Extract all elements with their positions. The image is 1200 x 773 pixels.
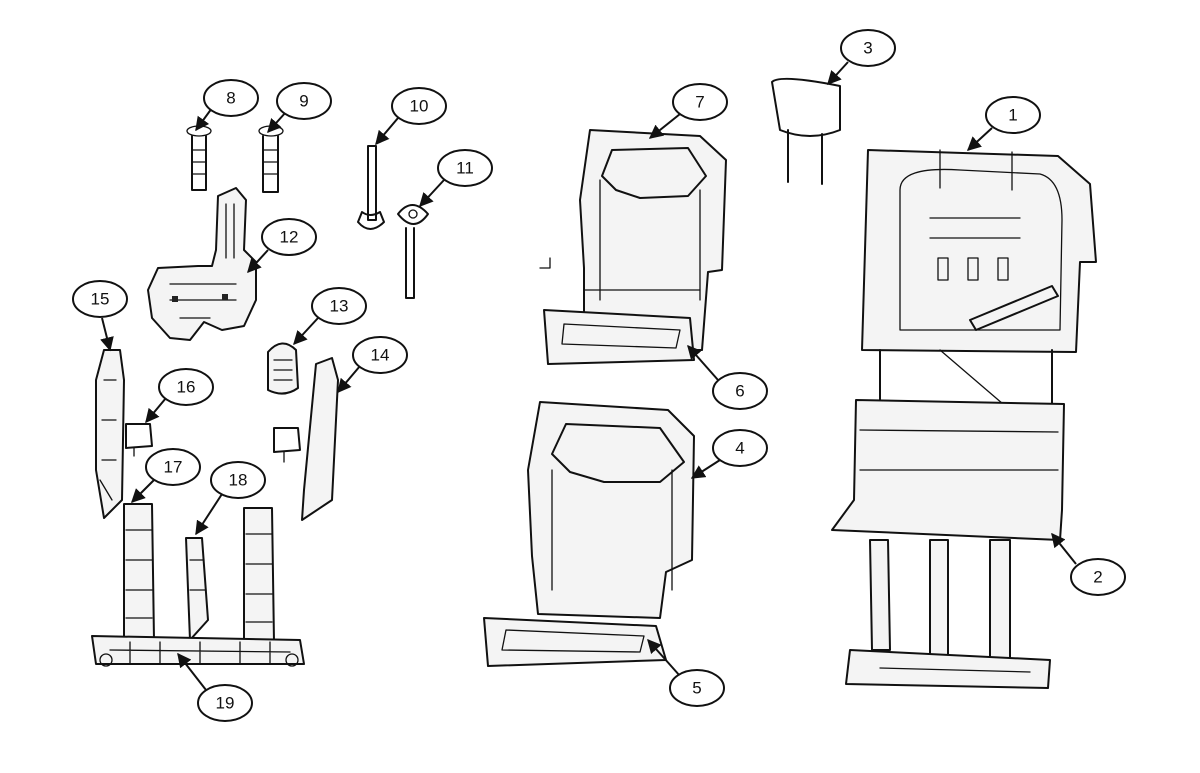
callout-1-leader <box>966 127 993 151</box>
callout-11-bubble <box>437 149 493 187</box>
callout-8-bubble <box>203 79 259 117</box>
callout-7-label: 7 <box>695 93 704 112</box>
callout-4-leader <box>690 459 721 479</box>
part-8-bolt <box>186 125 212 191</box>
callout-1-label: 1 <box>1008 106 1017 125</box>
callout-13: 13 <box>293 287 367 346</box>
callout-18: 18 <box>195 461 266 536</box>
callout-18-bubble <box>210 461 266 499</box>
callout-18-leader <box>195 493 223 536</box>
callout-4-bubble <box>712 429 768 467</box>
callout-5-bubble <box>669 669 725 707</box>
part-9-bolt <box>258 125 284 193</box>
callout-3: 3 <box>827 29 896 86</box>
callout-1: 1 <box>966 96 1041 151</box>
callout-7-leader <box>648 113 681 139</box>
callout-13-bubble <box>311 287 367 325</box>
callout-7: 7 <box>648 83 728 139</box>
callout-6-bubble <box>712 372 768 410</box>
callout-6-leader <box>687 344 719 381</box>
callout-3-bubble <box>840 29 896 67</box>
callout-19-bubble <box>197 684 253 722</box>
callout-14-leader <box>337 365 361 394</box>
callout-15: 15 <box>72 280 128 352</box>
callout-11-label: 11 <box>456 159 474 178</box>
callout-14-label: 14 <box>371 346 390 365</box>
callout-17-leader <box>131 479 155 503</box>
callout-4: 4 <box>690 429 768 479</box>
part-3-headrest <box>771 77 841 185</box>
callout-2-bubble <box>1070 558 1126 596</box>
callout-9-label: 9 <box>299 92 308 111</box>
callout-10-label: 10 <box>410 97 429 116</box>
part-4-seat-back-cushion <box>527 401 695 619</box>
callout-19-label: 19 <box>216 694 235 713</box>
callout-18-label: 18 <box>229 471 248 490</box>
callout-15-label: 15 <box>91 290 110 309</box>
part-7-seat-back-cushion <box>539 129 727 351</box>
callout-12-leader <box>247 249 269 274</box>
callout-16-bubble <box>158 368 214 406</box>
part-2-seat-base-frame <box>831 399 1065 689</box>
callout-5-leader <box>647 638 681 677</box>
callout-10-leader <box>375 117 399 146</box>
part-1-seat-back-frame <box>861 149 1097 421</box>
callout-7-bubble <box>672 83 728 121</box>
part-16-clip <box>125 423 301 463</box>
callout-17-bubble <box>145 448 201 486</box>
callout-13-label: 13 <box>330 297 349 316</box>
callout-5: 5 <box>647 638 725 707</box>
part-11-release-handle <box>397 204 429 299</box>
callout-12-label: 12 <box>280 228 299 247</box>
callout-19-leader <box>177 652 207 691</box>
callout-2: 2 <box>1051 532 1126 596</box>
callout-6: 6 <box>687 344 768 410</box>
callout-3-label: 3 <box>863 39 872 58</box>
callout-16-label: 16 <box>177 378 196 397</box>
callout-6-label: 6 <box>735 382 744 401</box>
callout-16: 16 <box>145 368 214 424</box>
callout-19: 19 <box>177 652 253 722</box>
part-15-side-panel <box>95 349 125 519</box>
callout-9-leader <box>267 111 287 134</box>
callout-14: 14 <box>337 336 408 394</box>
callout-8: 8 <box>195 79 259 132</box>
callout-14-bubble <box>352 336 408 374</box>
callout-11-leader <box>419 179 445 208</box>
callout-11: 11 <box>419 149 493 208</box>
callout-16-leader <box>145 397 167 424</box>
callout-9: 9 <box>267 82 332 134</box>
callout-5-label: 5 <box>692 679 701 698</box>
callout-12: 12 <box>247 218 317 274</box>
callout-9-bubble <box>276 82 332 120</box>
part-12-trim-bracket <box>147 187 257 341</box>
callout-17: 17 <box>131 448 201 503</box>
part-14-side-trim <box>301 357 339 521</box>
part-13-cover-clip <box>267 342 299 395</box>
callout-8-label: 8 <box>226 89 235 108</box>
callout-8-leader <box>195 107 213 132</box>
callout-4-label: 4 <box>735 439 744 458</box>
part-6-seat-cushion <box>543 309 695 365</box>
callout-12-bubble <box>261 218 317 256</box>
part-5-seat-cushion <box>483 617 667 667</box>
callout-10-bubble <box>391 87 447 125</box>
callout-17-label: 17 <box>164 458 183 477</box>
callout-15-leader <box>100 317 114 352</box>
part-10-strap <box>357 145 385 230</box>
callout-10: 10 <box>375 87 447 146</box>
callout-2-leader <box>1051 532 1077 565</box>
part-19-base-rail <box>91 635 305 667</box>
part-18-center-latch <box>185 537 209 641</box>
callout-3-leader <box>827 61 849 86</box>
callout-2-label: 2 <box>1093 568 1102 587</box>
callout-1-bubble <box>985 96 1041 134</box>
callout-13-leader <box>293 317 319 346</box>
callout-15-bubble <box>72 280 128 318</box>
